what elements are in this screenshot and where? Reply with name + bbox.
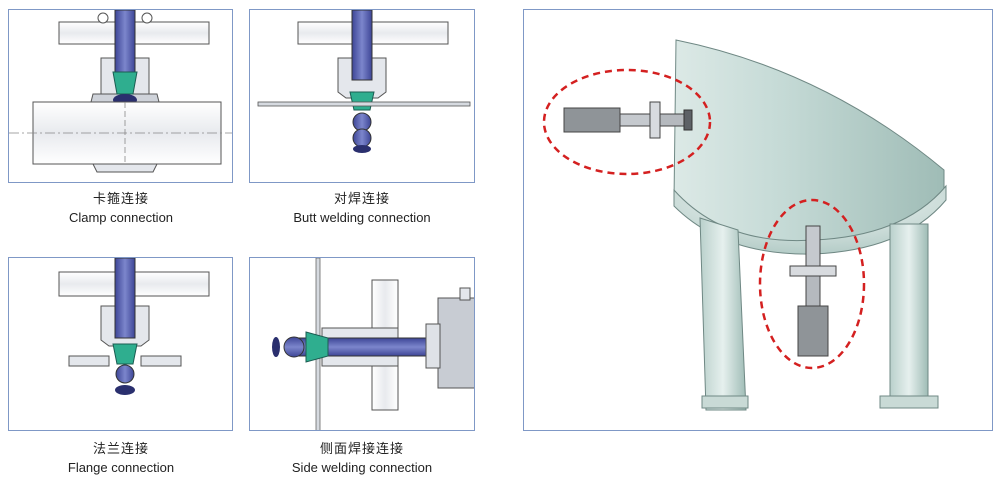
caption-zh: 对焊连接	[333, 192, 390, 207]
butt-welding-drawing	[257, 10, 471, 153]
caption-zh: 卡箍连接	[92, 192, 149, 207]
flange-connection-caption: 法兰连接 Flange connection	[1, 441, 241, 477]
clamp-connection-caption: 卡箍连接 Clamp connection	[1, 191, 241, 227]
flange-connection-panel	[8, 257, 233, 431]
bottom-valve-highlight	[758, 198, 866, 370]
caption-en: Clamp connection	[68, 210, 174, 225]
caption-en: Flange connection	[67, 460, 175, 475]
tank-illustration-panel	[523, 9, 993, 431]
butt-welding-caption: 对焊连接 Butt welding connection	[242, 191, 482, 227]
side-welding-panel	[249, 257, 475, 431]
butt-welding-panel	[249, 9, 475, 183]
clamp-connection-drawing	[9, 10, 232, 173]
tank-illustration	[542, 39, 947, 411]
clamp-connection-panel	[8, 9, 233, 183]
caption-en: Side welding connection	[291, 460, 433, 475]
side-valve-highlight	[542, 68, 712, 176]
flange-connection-drawing	[58, 258, 210, 395]
caption-zh: 侧面焊接连接	[319, 442, 404, 457]
side-welding-caption: 侧面焊接连接 Side welding connection	[242, 441, 482, 477]
side-welding-drawing	[272, 258, 474, 430]
caption-zh: 法兰连接	[92, 442, 149, 457]
caption-en: Butt welding connection	[293, 210, 431, 225]
